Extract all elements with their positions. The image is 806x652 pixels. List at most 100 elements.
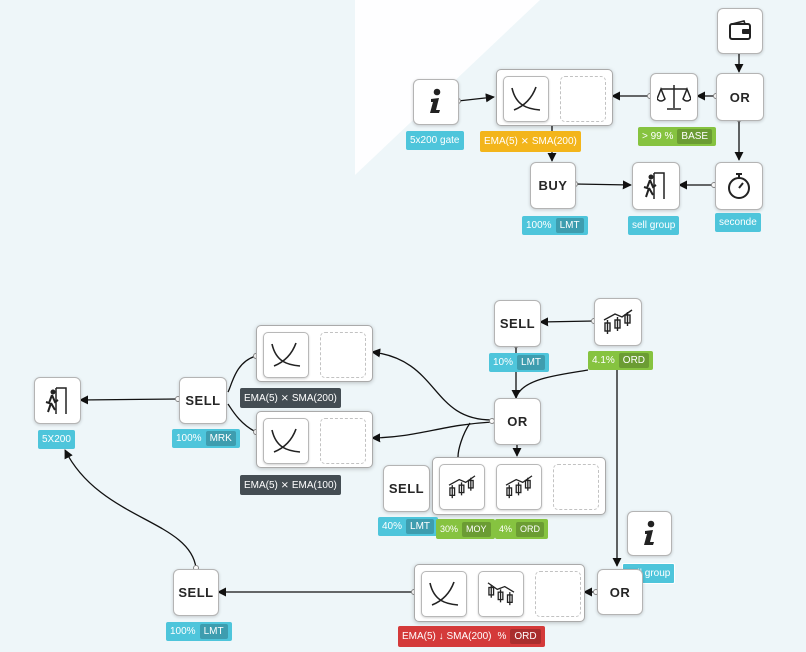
chart-up-node[interactable]	[594, 298, 642, 346]
condition-group-top[interactable]	[496, 69, 613, 126]
exit-left-text: 5X200	[42, 434, 71, 445]
buy-label: BUY	[538, 178, 568, 193]
empty-slot[interactable]	[553, 464, 599, 510]
crossover-curve-icon	[511, 86, 541, 111]
wallet-node[interactable]	[717, 8, 763, 54]
crossover-curve-icon	[429, 581, 459, 606]
condition-group-bottom[interactable]	[414, 564, 585, 622]
sell-mid-pct: 10%	[493, 357, 514, 368]
buy-order-label: 100% LMT	[522, 216, 588, 235]
sell-bottom-pct: 100%	[170, 626, 196, 637]
gate-label-text: 5x200 gate	[410, 135, 460, 146]
sell-bottom-order-label: 100% LMT	[166, 622, 232, 641]
sell-node-mid[interactable]: SELL	[494, 300, 541, 347]
sell-label: SELL	[178, 585, 214, 600]
or-node-bottom[interactable]: OR	[597, 569, 643, 615]
buy-node[interactable]: BUY	[530, 162, 576, 209]
wire	[79, 395, 179, 405]
wallet-icon	[729, 20, 751, 40]
crossover-curve-icon	[271, 428, 301, 453]
red-text: EMA(5) ↓ SMA(200)	[402, 631, 492, 642]
info-node-bottom[interactable]	[627, 511, 672, 556]
chart-cell[interactable]	[439, 464, 485, 510]
buy-tag: LMT	[555, 218, 584, 233]
sell40-pct: 40%	[382, 521, 403, 532]
info-icon	[430, 88, 441, 113]
wire	[64, 449, 197, 569]
wire	[371, 421, 493, 443]
ema-ema-left-text: EMA(5) ⨯ EMA(100)	[244, 479, 337, 491]
empty-slot[interactable]	[320, 332, 366, 378]
condition-group-ema-sma[interactable]	[256, 325, 373, 382]
sell-node-40[interactable]: SELL	[383, 465, 430, 512]
stopwatch-node[interactable]	[715, 162, 763, 210]
or-node-top[interactable]: OR	[716, 73, 764, 121]
info-icon	[643, 520, 654, 545]
moy-label: 30% MOY	[436, 519, 495, 539]
exit-door-icon	[45, 386, 67, 414]
sell-bottom-tag: LMT	[199, 624, 228, 639]
base-tag: BASE	[677, 129, 713, 144]
condition-cell[interactable]	[263, 332, 309, 378]
or-label: OR	[609, 584, 631, 600]
condition-group-charts[interactable]	[432, 457, 606, 515]
condition-cell[interactable]	[503, 76, 549, 122]
condition-group-ema-ema[interactable]	[256, 411, 373, 468]
base-label: > 99 % BASE	[638, 127, 717, 146]
base-pct: > 99 %	[642, 131, 674, 142]
candlestick-up-icon	[448, 475, 476, 499]
wire	[371, 348, 493, 421]
exit-door-icon	[643, 172, 665, 199]
red-pct: %	[497, 631, 507, 642]
sell-mid-order-label: 10% LMT	[489, 353, 550, 372]
sell-label: SELL	[499, 316, 536, 331]
wire	[457, 422, 471, 458]
mrk-pct: 100%	[176, 433, 202, 444]
ema-sma-label-left: EMA(5) ⨯ SMA(200)	[240, 388, 341, 408]
ema-sma-text: EMA(5) ⨯ SMA(200)	[484, 136, 577, 147]
sell-group-label-top: sell group	[628, 216, 680, 235]
info-node-top[interactable]	[413, 79, 459, 125]
chart-cell[interactable]	[496, 464, 542, 510]
empty-slot[interactable]	[320, 418, 366, 464]
ema-ema-label-left: EMA(5) ⨯ EMA(100)	[240, 475, 341, 495]
empty-slot[interactable]	[560, 76, 606, 122]
empty-slot[interactable]	[535, 571, 581, 617]
ord2-tag: ORD	[516, 521, 545, 537]
candlestick-down-icon	[487, 582, 515, 606]
seconde-label: seconde	[715, 213, 761, 232]
mrk-tag: MRK	[205, 431, 236, 446]
red-tag: ORD	[510, 629, 541, 644]
sell-label: SELL	[185, 393, 221, 408]
ord-label: 4.1% ORD	[588, 351, 654, 370]
ema-sma-label-top: EMA(5) ⨯ SMA(200)	[480, 131, 581, 152]
stopwatch-icon	[728, 173, 750, 199]
sell-node-bottom[interactable]: SELL	[173, 569, 219, 616]
ema-sma-left-text: EMA(5) ⨯ SMA(200)	[244, 392, 337, 404]
crossover-curve-icon	[271, 342, 301, 367]
sell-node-left[interactable]: SELL	[179, 377, 227, 424]
exit-left-label: 5X200	[38, 430, 75, 449]
chart-cell[interactable]	[478, 571, 524, 617]
wire	[574, 180, 632, 190]
exit-node-left[interactable]	[34, 377, 81, 424]
sell-mid-tag: LMT	[517, 355, 546, 370]
mrk-label: 100% MRK	[172, 429, 240, 448]
wire	[227, 355, 257, 393]
sell40-order-label: 40% LMT	[378, 517, 439, 536]
sell-group-text: sell group	[632, 220, 676, 231]
balance-node[interactable]	[650, 73, 698, 121]
or-label: OR	[729, 89, 751, 105]
sell-group-node-top[interactable]	[632, 162, 680, 210]
or-node-mid[interactable]: OR	[494, 398, 541, 445]
wire	[515, 369, 589, 399]
ord2-pct: 4%	[499, 523, 513, 534]
balance-scale-icon	[657, 85, 691, 110]
condition-cell[interactable]	[421, 571, 467, 617]
moy-tag: MOY	[462, 521, 491, 537]
gate-label: 5x200 gate	[406, 131, 464, 150]
condition-cell[interactable]	[263, 418, 309, 464]
sell40-tag: LMT	[406, 519, 435, 534]
wire	[227, 403, 257, 433]
